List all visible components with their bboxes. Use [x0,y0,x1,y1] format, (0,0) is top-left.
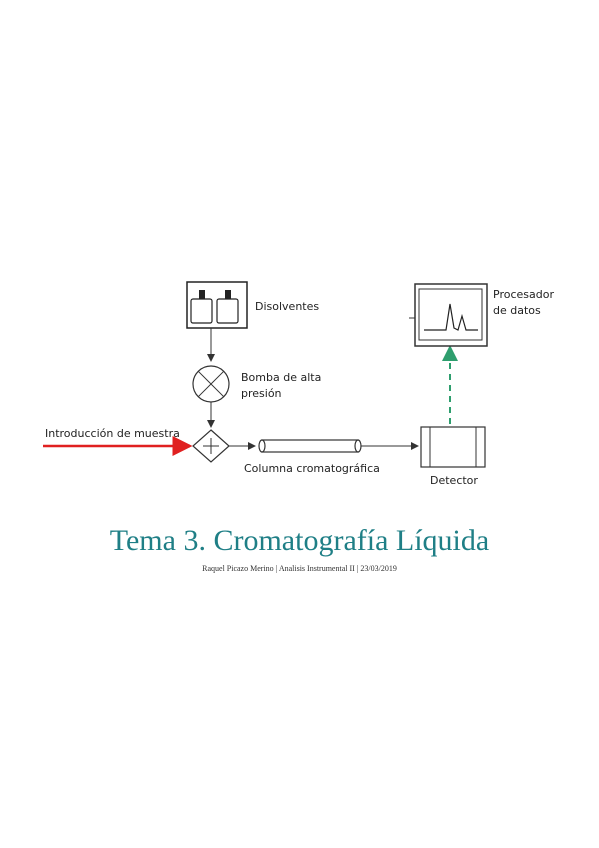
column-label: Columna cromatográfica [244,462,380,475]
detector-label: Detector [430,474,478,487]
pump-label-line2: presión [241,387,282,400]
column-symbol [258,439,362,453]
document-subtitle: Raquel Picazo Merino | Analisis Instrume… [202,564,397,573]
data-processor-monitor [409,283,488,347]
processor-label-line2: de datos [493,304,541,317]
solvents-label: Disolventes [255,300,319,313]
detector-symbol [420,426,486,468]
solvent-reservoirs [186,281,248,329]
pump-symbol [192,365,230,403]
pump-label-line1: Bomba de alta [241,371,321,384]
sample-label: Introducción de muestra [45,427,180,440]
processor-label-line1: Procesador [493,288,554,301]
injector-symbol [192,429,230,463]
document-title: Tema 3. Cromatografía Líquida [109,524,490,557]
